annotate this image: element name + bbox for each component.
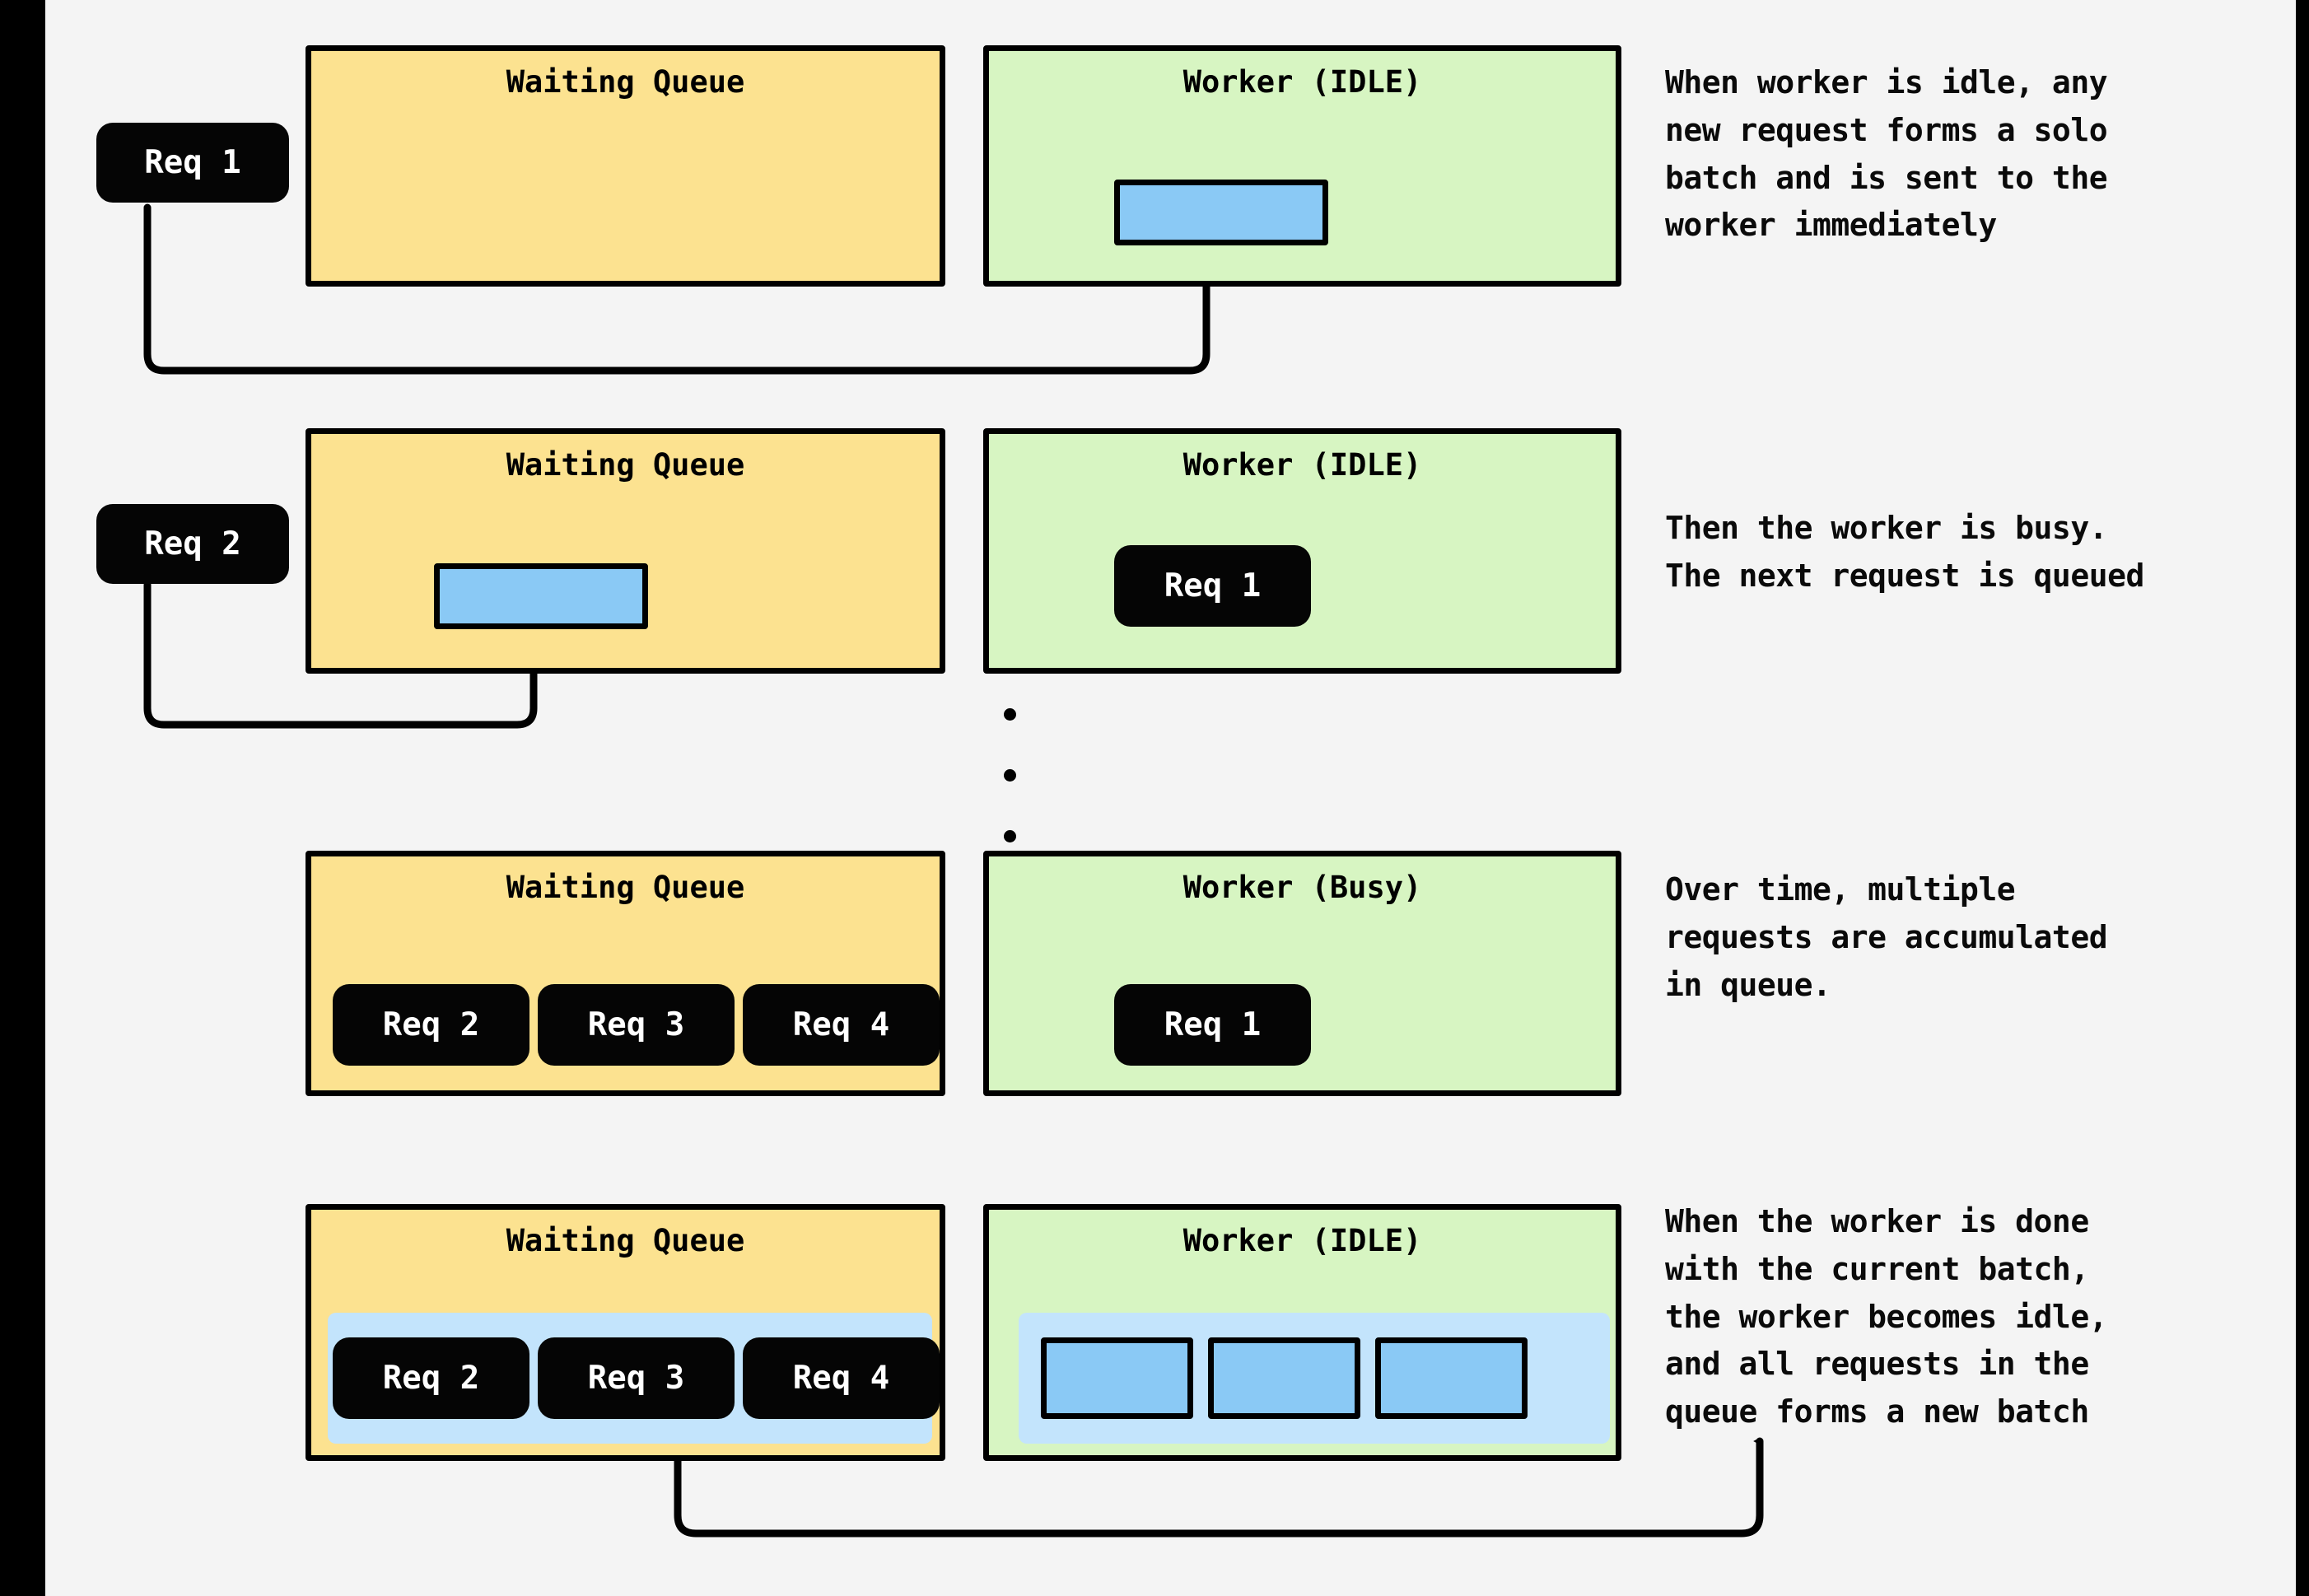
request-pill[interactable]: Req 3 [538, 1337, 735, 1419]
annotation-text-row1: When worker is idle, any new request for… [1665, 64, 2108, 244]
worker-title: Worker (Busy) [1182, 870, 1422, 905]
request-pill-label: Req 2 [382, 1360, 480, 1397]
waiting-queue-panel-row4: Waiting Queue Req 2 Req 3 Req 4 [306, 1204, 945, 1461]
worker-title: Worker (IDLE) [1182, 447, 1422, 483]
worker-panel-row1: Worker (IDLE) [983, 45, 1621, 287]
request-pill-label: Req 1 [1164, 1006, 1262, 1043]
worker-title: Worker (IDLE) [1182, 64, 1422, 100]
batch-slot [1041, 1337, 1193, 1419]
annotation-text-row3: Over time, multiple requests are accumul… [1665, 871, 2108, 1003]
request-pill-label: Req 1 [1164, 567, 1262, 604]
ellipsis-dot [1004, 769, 1016, 782]
waiting-queue-title: Waiting Queue [506, 64, 745, 100]
batch-slot [434, 563, 648, 629]
worker-panel-row4: Worker (IDLE) [983, 1204, 1621, 1461]
request-pill[interactable]: Req 3 [538, 984, 735, 1066]
request-pill-label: Req 4 [792, 1360, 890, 1397]
request-pill[interactable]: Req 1 [1114, 545, 1311, 627]
waiting-queue-title: Waiting Queue [506, 870, 745, 905]
diagram-surface: Req 1 Waiting Queue Worker (IDLE) When w… [45, 0, 2296, 1596]
request-pill[interactable]: Req 2 [333, 1337, 529, 1419]
request-pill[interactable]: Req 4 [743, 984, 940, 1066]
worker-panel-row3: Worker (Busy) Req 1 [983, 851, 1621, 1096]
worker-panel-row2: Worker (IDLE) Req 1 [983, 428, 1621, 674]
waiting-queue-panel-row1: Waiting Queue [306, 45, 945, 287]
request-pill[interactable]: Req 1 [1114, 984, 1311, 1066]
waiting-queue-panel-row3: Waiting Queue Req 2 Req 3 Req 4 [306, 851, 945, 1096]
waiting-queue-title: Waiting Queue [506, 1223, 745, 1258]
incoming-request-pill-row2[interactable]: Req 2 [96, 504, 289, 584]
request-pill[interactable]: Req 4 [743, 1337, 940, 1419]
annotation-text-row4: When the worker is done with the current… [1665, 1203, 2108, 1430]
incoming-request-label: Req 2 [144, 525, 241, 562]
batch-slot [1114, 180, 1328, 245]
annotation-text-row2: Then the worker is busy. The next reques… [1665, 510, 2144, 594]
incoming-request-label: Req 1 [144, 144, 241, 181]
request-pill-label: Req 3 [587, 1006, 685, 1043]
request-pill-label: Req 3 [587, 1360, 685, 1397]
request-pill-label: Req 4 [792, 1006, 890, 1043]
waiting-queue-title: Waiting Queue [506, 447, 745, 483]
worker-title: Worker (IDLE) [1182, 1223, 1422, 1258]
incoming-request-pill-row1[interactable]: Req 1 [96, 123, 289, 203]
batch-slot [1208, 1337, 1360, 1419]
ellipsis-dot [1004, 708, 1016, 721]
batch-slot [1375, 1337, 1528, 1419]
ellipsis-dot [1004, 830, 1016, 842]
request-pill[interactable]: Req 2 [333, 984, 529, 1066]
waiting-queue-panel-row2: Waiting Queue [306, 428, 945, 674]
request-pill-label: Req 2 [382, 1006, 480, 1043]
vertical-ellipsis [1004, 708, 1020, 848]
